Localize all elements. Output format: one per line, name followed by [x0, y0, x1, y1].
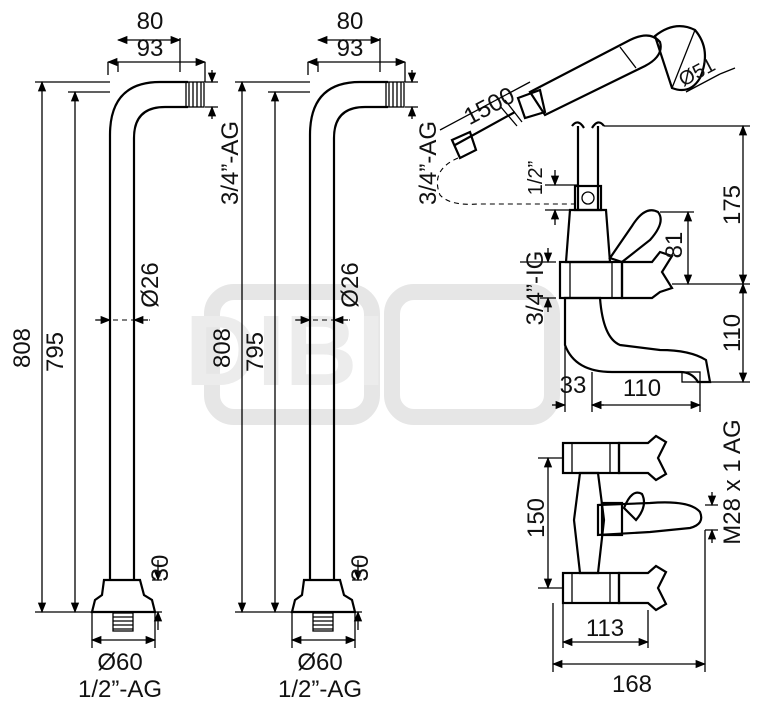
inlet-thread: 3/4”-IG — [522, 251, 549, 326]
pipe-left: 80 93 808 795 3/4”-AG Ø26 30 Ø60 1/2”-AG — [9, 8, 244, 703]
pipe-left-dim-795: 795 — [42, 332, 69, 372]
height-spout: 110 — [719, 314, 746, 352]
front-handle-top — [617, 434, 668, 482]
pipe-left-foot-thread — [112, 612, 134, 632]
mixer-front-view: M28 x 1 AG 150 113 168 — [523, 419, 746, 698]
pipe-left-foot-height: 30 — [147, 555, 174, 582]
pipe-right-dim-795: 795 — [242, 332, 269, 372]
pipe-left-outer-edge — [108, 80, 188, 580]
watermark-text: DIBI — [185, 295, 385, 407]
mixer-body — [564, 208, 612, 264]
pipe-right-thread-top: 3/4”-AG — [415, 121, 442, 205]
shower-head — [653, 25, 707, 92]
pipe-left-thread-top: 3/4”-AG — [217, 121, 244, 205]
pipe-right-diameter: Ø26 — [337, 262, 364, 307]
width-total: 168 — [612, 671, 652, 698]
hose-thread: 1/2” — [525, 161, 547, 195]
mixer-handle — [620, 250, 674, 300]
pipe-left-thread-bottom: 1/2”-AG — [78, 676, 162, 703]
pipe-left-inner-edge — [132, 105, 188, 580]
height-top: 175 — [719, 185, 746, 225]
pipe-right-foot-height: 30 — [347, 555, 374, 582]
pipe-left-dim-808: 808 — [9, 328, 36, 368]
hand-shower — [436, 25, 707, 205]
pipe-left-foot-diameter: Ø60 — [97, 649, 142, 676]
pipe-right-foot — [290, 578, 357, 614]
mixer-side-view: Ø51 1500 1/2” 3/4”-IG 175 — [436, 25, 750, 412]
pipe-right-dim-808: 808 — [209, 328, 236, 368]
outlet-thread: M28 x 1 AG — [719, 419, 746, 544]
front-spout — [596, 501, 703, 537]
width-inner: 113 — [586, 615, 624, 642]
front-handle-bottom — [617, 564, 668, 612]
front-body — [572, 471, 606, 575]
shower-holder — [576, 126, 600, 210]
pipe-left-dim-93: 93 — [137, 35, 164, 62]
pipe-left-top-thread — [185, 81, 205, 108]
pipe-right: 80 93 808 795 3/4”-AG Ø26 30 Ø60 1/2”-AG — [209, 8, 442, 703]
watermark: DIBI — [185, 284, 560, 425]
height-lever: 81 — [661, 232, 688, 259]
center-distance: 150 — [523, 498, 550, 538]
depth-body: 33 — [560, 372, 587, 399]
pipe-right-foot-diameter: Ø60 — [297, 649, 342, 676]
pipe-right-dim-93: 93 — [337, 35, 364, 62]
pipe-left-dim-80: 80 — [137, 8, 164, 35]
mixer-spout — [563, 296, 712, 384]
spout-reach: 110 — [623, 375, 661, 402]
pipe-right-thread-bottom: 1/2”-AG — [278, 676, 362, 703]
mixer-lever — [608, 209, 662, 264]
hose-length: 1500 — [460, 82, 520, 131]
pipe-right-top-thread — [385, 81, 405, 108]
pipe-right-dim-80: 80 — [337, 8, 364, 35]
pipe-left-diameter: Ø26 — [137, 262, 164, 307]
pipe-left-foot — [90, 578, 157, 614]
